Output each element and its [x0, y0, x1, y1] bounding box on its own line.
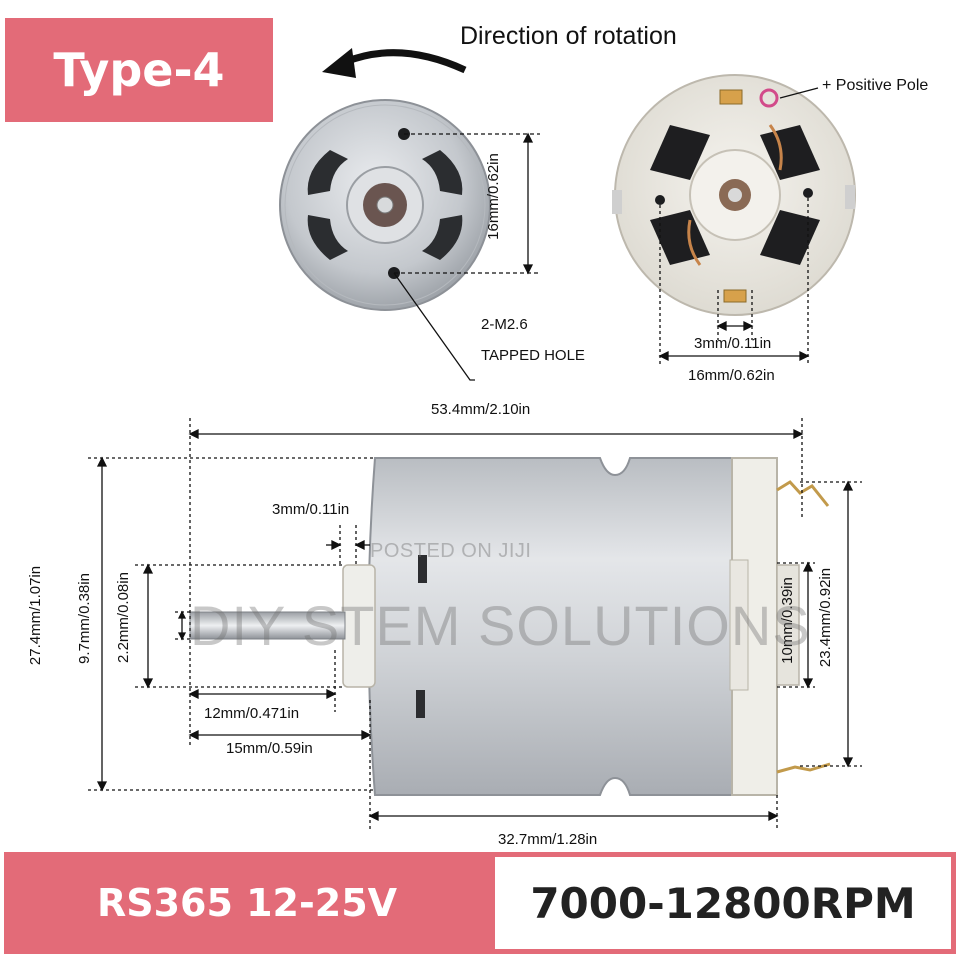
boss-diameter-dim-label: 9.7mm/0.38in: [75, 572, 93, 664]
type-badge: Type-4: [5, 18, 273, 122]
side-view-motor: [189, 457, 831, 796]
rpm-banner: 7000-12800RPM: [490, 852, 956, 954]
tapped-hole-label-line2: TAPPED HOLE: [481, 347, 585, 364]
rear-dim-lines: [658, 87, 819, 365]
rear-brush-gap-dim-label: 3mm/0.11in: [694, 335, 772, 352]
front-height-dim-label: 16mm/0.62in: [484, 152, 502, 240]
rotation-direction-label: Direction of rotation: [460, 22, 677, 50]
front-view-motor: [279, 99, 491, 311]
rear-width-dim-label: 16mm/0.62in: [688, 367, 775, 384]
overall-height-dim-label: 27.4mm/1.07in: [27, 565, 45, 665]
shaft-inner-length-dim-label: 12mm/0.471in: [204, 705, 300, 722]
body-length-dim-label: 32.7mm/1.28in: [498, 831, 598, 848]
shaft-flat-dim-label: 3mm/0.11in: [272, 501, 350, 518]
side-dim-lines: [88, 418, 862, 830]
rear-view-motor: [612, 74, 856, 316]
brand-watermark: DIY STEM SOLUTIONS: [190, 594, 811, 657]
shaft-diameter-dim-label: 2.2mm/0.08in: [114, 571, 132, 663]
rotation-arrow-icon: [322, 48, 467, 78]
posted-watermark: POSTED ON JIJI: [370, 540, 532, 562]
rear-height-dim-label: 23.4mm/0.92in: [817, 567, 835, 667]
model-voltage-banner: RS365 12-25V: [4, 852, 490, 954]
positive-pole-label: + Positive Pole: [822, 77, 929, 94]
shaft-total-length-dim-label: 15mm/0.59in: [226, 740, 313, 757]
front-height-dim-lines: [393, 132, 540, 381]
tapped-hole-label-line1: 2-M2.6: [481, 316, 528, 333]
overall-length-dim-label: 53.4mm/2.10in: [431, 401, 531, 418]
